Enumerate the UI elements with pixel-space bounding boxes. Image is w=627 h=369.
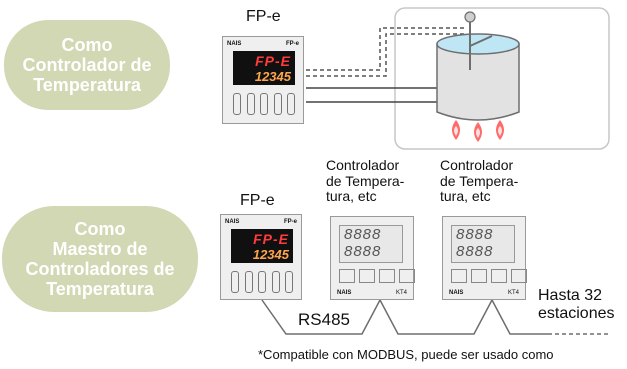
fp-e-label-top: FP-e <box>246 8 281 25</box>
controller-2-digits-top: 8888 <box>456 226 494 243</box>
blob-master-line-1: Como <box>74 218 126 239</box>
fp-e-terminals-bottom <box>231 271 293 295</box>
blob-temp-controller: Como Controlador de Temperatura <box>4 20 170 110</box>
controller-1-device: 8888 8888 NAIS KT4 <box>330 216 415 300</box>
fp-e-model-bottom: FP-e <box>283 219 297 225</box>
stations-line-1: Hasta 32 <box>538 287 603 304</box>
controller-1-display: 8888 8888 <box>339 225 403 263</box>
sensor-dashed-line <box>306 27 466 77</box>
fp-e-display-bottom-2: 12345 <box>252 247 289 262</box>
fp-e-brand-bottom: NAIS <box>225 219 240 225</box>
probe-head <box>464 11 476 23</box>
rs485-label: RS485 <box>298 310 350 329</box>
controller-1-buttons <box>339 269 415 283</box>
controller-1-label-line-1: Controlador <box>326 157 400 173</box>
blob-temp-line-2: Controlador de <box>22 54 152 75</box>
fp-e-display-top-2: FP-E <box>253 231 289 247</box>
fp-e-device-bottom: NAIS FP-e FP-E 12345 <box>220 214 302 300</box>
controller-1-label-line-3: tura, etc <box>326 188 377 205</box>
tank-liquid <box>436 33 520 55</box>
controller-2-model: KT4 <box>507 290 519 296</box>
controller-2-digits-bottom: 8888 <box>456 243 494 260</box>
tank <box>436 11 520 121</box>
controller-2-device: 8888 8888 NAIS KT4 <box>442 216 527 300</box>
fp-e-label-bottom: FP-e <box>240 192 275 209</box>
controller-2-label-line-3: tura, etc <box>440 188 491 205</box>
controller-2-label: Controlador de Tempera- tura, etc <box>440 157 519 205</box>
stations-line-2: estaciones <box>538 304 615 322</box>
blob-temp-line-3: Temperatura <box>33 75 141 96</box>
fp-e-terminals-top <box>233 93 295 117</box>
controller-2-buttons <box>451 269 527 283</box>
blob-master-line-2: Maestro de <box>52 238 148 259</box>
blob-master-line-3: Controladores de <box>25 259 175 279</box>
fp-e-model-top: FP-e <box>285 41 299 47</box>
controller-2-display: 8888 8888 <box>451 225 515 263</box>
fp-e-display-top: FP-E <box>255 53 291 69</box>
controller-1-digits-bottom: 8888 <box>344 243 382 260</box>
footnote: *Compatible con MODBUS, puede ser usado … <box>258 347 554 362</box>
controller-1-label-line-2: de Tempera- <box>326 172 405 189</box>
controller-1-digits-top: 8888 <box>344 226 382 243</box>
fp-e-device-top: NAIS FP-e FP-E 12345 <box>222 36 304 124</box>
fp-e-brand-top: NAIS <box>227 41 242 47</box>
fp-e-display-bottom: 12345 <box>254 69 291 84</box>
controller-2-label-line-2: de Tempera- <box>440 172 519 189</box>
fp-e-lcd-top: FP-E 12345 <box>233 51 295 85</box>
stations-label: Hasta 32 estaciones <box>538 287 615 323</box>
blob-master-line-4: Temperatura <box>46 279 154 300</box>
controller-2-brand: NAIS <box>449 290 464 296</box>
stirrer <box>469 35 493 47</box>
fp-e-lcd-bottom: FP-E 12345 <box>231 229 293 263</box>
controller-1-brand: NAIS <box>337 290 352 296</box>
blob-master: Como Maestro de Controladores de Tempera… <box>2 206 198 312</box>
rs485-line <box>261 299 548 335</box>
controller-1-label: Controlador de Tempera- tura, etc <box>326 157 405 205</box>
controller-1-model: KT4 <box>395 290 407 296</box>
flames <box>452 120 504 142</box>
blob-temp-line-1: Como <box>61 34 113 55</box>
heater-lines <box>306 87 440 103</box>
controller-2-label-line-1: Controlador <box>440 157 514 173</box>
